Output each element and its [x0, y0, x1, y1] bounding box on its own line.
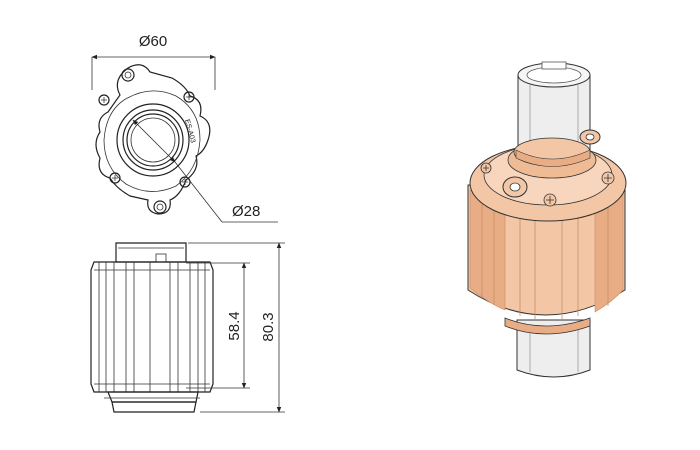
adapter-flange	[469, 129, 627, 222]
overall-length-label: 80.3	[260, 312, 277, 341]
overall-length-dimension: 80.3	[188, 242, 285, 413]
tube-lower	[516, 319, 591, 378]
side-view: 58.4 80.3	[90, 242, 285, 413]
inner-diameter-dimension: Ø28	[132, 119, 278, 223]
adapter-body	[467, 184, 626, 335]
outer-diameter-dimension: Ø60	[91, 33, 216, 90]
body-ribs	[94, 253, 210, 392]
outer-diameter-label: Ø60	[139, 33, 167, 50]
top-view: Ø60 ES-A03	[91, 33, 278, 223]
tube-upper	[517, 61, 591, 156]
inner-diameter-label: Ø28	[232, 203, 260, 220]
body-length-dimension: 58.4	[186, 262, 250, 389]
body-length-label: 58.4	[226, 311, 243, 340]
3d-render	[467, 61, 627, 378]
engraving-text: ES-A03	[183, 119, 196, 144]
